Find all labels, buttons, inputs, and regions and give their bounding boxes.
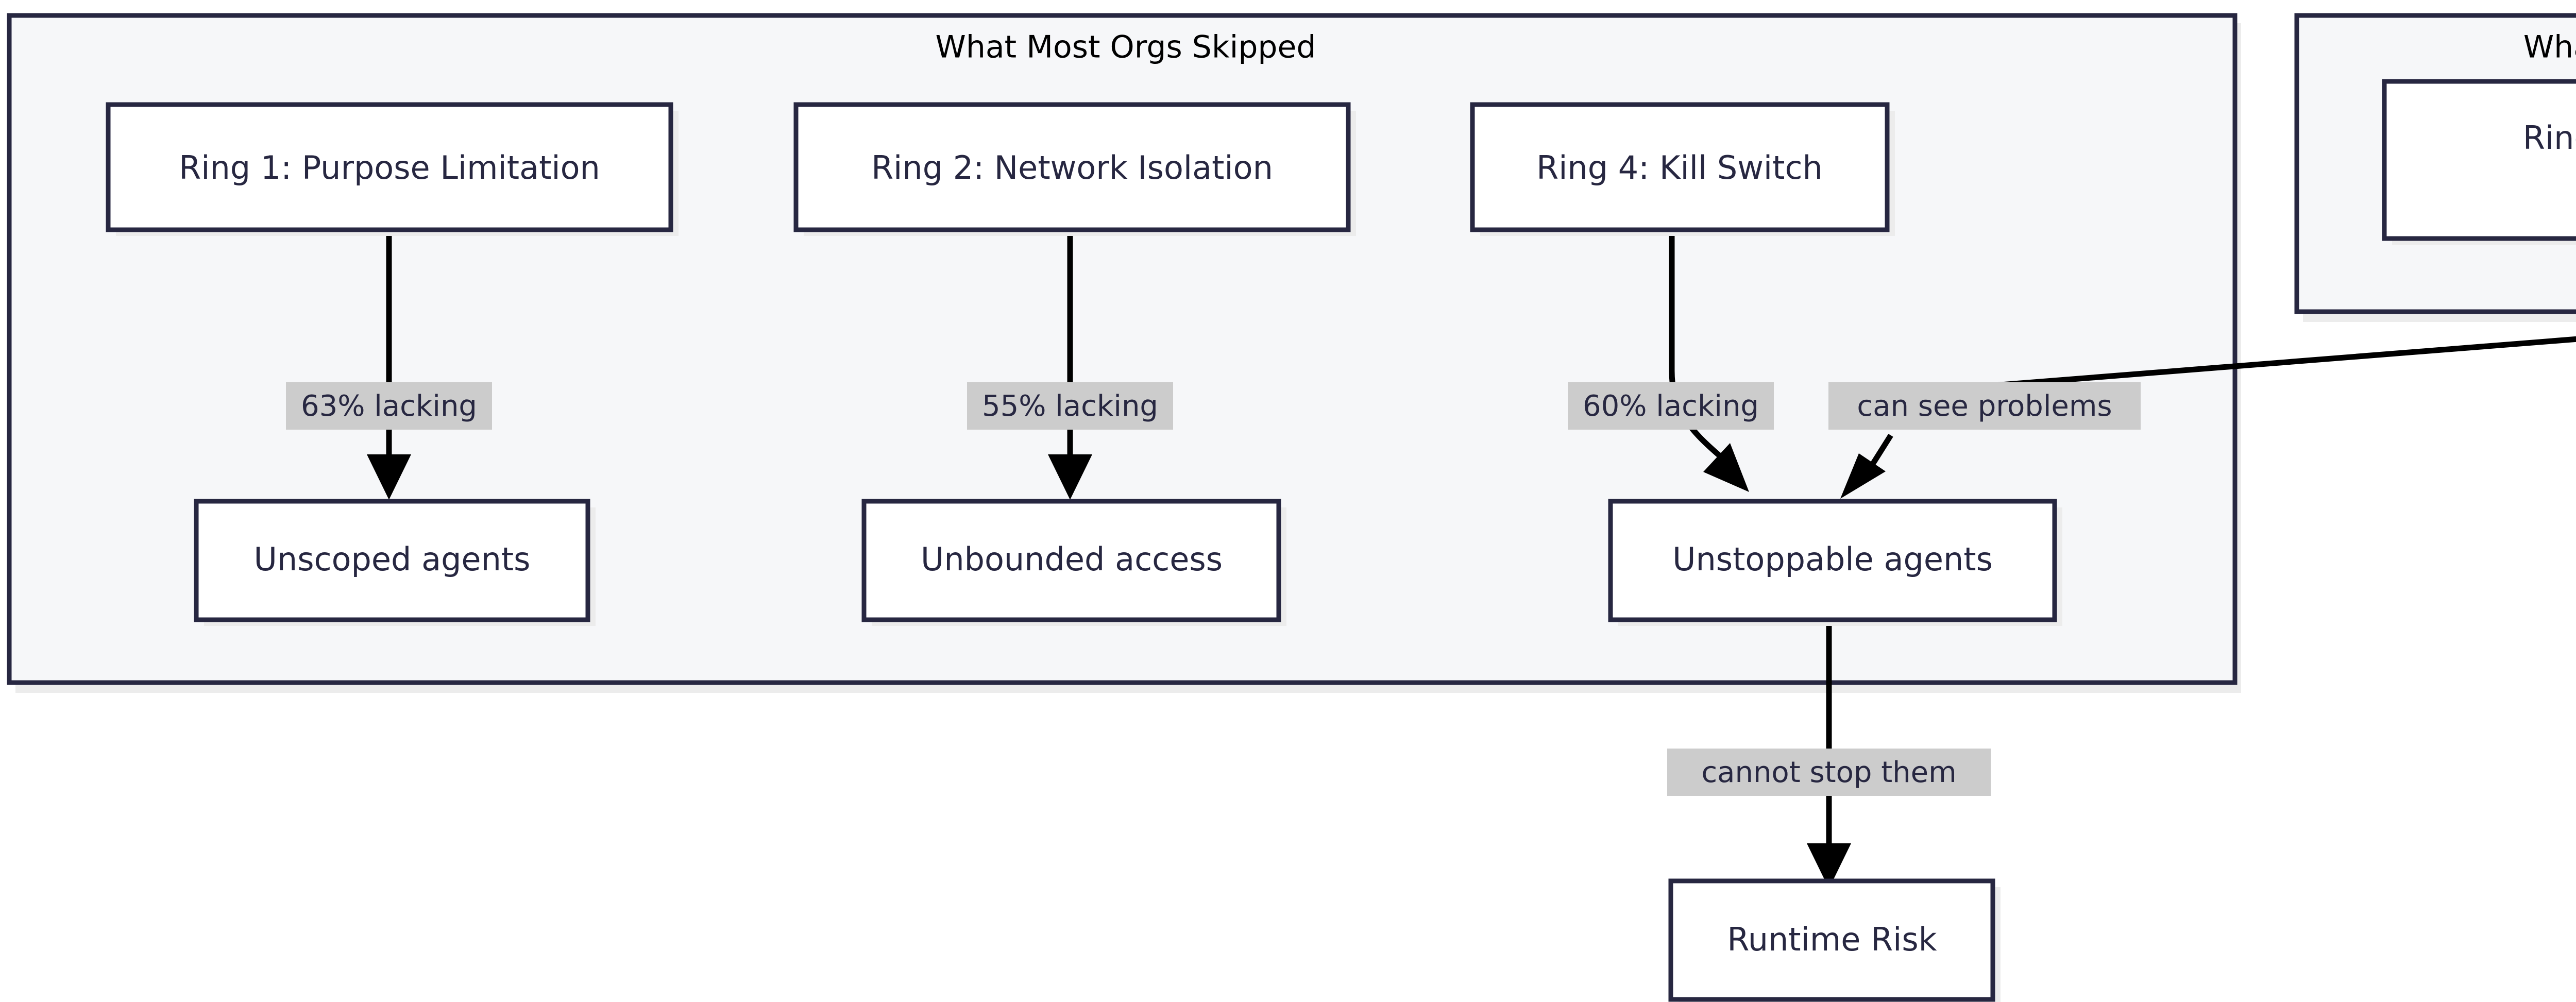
node-unstoppable-agents-label: Unstoppable agents xyxy=(1672,540,1993,578)
edge-ring3-unstoppable-arrowhead xyxy=(1840,453,1886,499)
edge-ring2-unbounded-arrowhead xyxy=(1048,454,1092,500)
node-ring4-rect[interactable] xyxy=(1470,102,1890,232)
node-ring1-rect[interactable] xyxy=(106,102,673,232)
edge-ring2-unbounded xyxy=(1048,234,1092,500)
node-ring4[interactable]: Ring 4: Kill Switch xyxy=(1470,102,1895,236)
node-ring3[interactable]: Ring 3: Monitoring & Observation xyxy=(2382,79,2576,245)
node-runtime-risk-rect[interactable] xyxy=(1668,878,1995,1002)
edge-label-cannot-stop-them-text: cannot stop them xyxy=(1701,756,1956,789)
edge-label-60-lacking: 60% lacking xyxy=(1568,382,1774,430)
edge-label-60-lacking-bg xyxy=(1568,382,1774,430)
edge-label-cannot-stop-them: cannot stop them xyxy=(1667,749,1991,796)
node-unbounded-access[interactable]: Unbounded access xyxy=(861,499,1286,626)
node-ring2[interactable]: Ring 2: Network Isolation xyxy=(793,102,1356,236)
edge-ring4-unstoppable-arrowhead xyxy=(1703,443,1749,492)
node-ring2-rect[interactable] xyxy=(793,102,1351,232)
node-unstoppable-agents-rect[interactable] xyxy=(1608,499,2057,622)
cluster-built-title: What Most Orgs Built xyxy=(2523,29,2576,65)
edge-label-60-lacking-text: 60% lacking xyxy=(1583,389,1759,423)
node-unscoped-agents[interactable]: Unscoped agents xyxy=(194,499,596,626)
node-unscoped-agents-label: Unscoped agents xyxy=(254,540,531,578)
edge-ring3-unstoppable xyxy=(1840,336,2576,499)
node-unstoppable-agents[interactable]: Unstoppable agents xyxy=(1608,499,2062,626)
node-ring2-label: Ring 2: Network Isolation xyxy=(871,149,1273,186)
cluster-skipped-title: What Most Orgs Skipped xyxy=(936,29,1316,65)
edge-label-63-lacking: 63% lacking xyxy=(286,382,492,430)
edge-label-55-lacking: 55% lacking xyxy=(967,382,1173,430)
edge-label-55-lacking-text: 55% lacking xyxy=(982,389,1158,423)
edge-label-63-lacking-bg xyxy=(286,382,492,430)
node-ring3-label-line1: Ring 3: Monitoring & xyxy=(2523,119,2576,157)
node-unbounded-access-rect[interactable] xyxy=(861,499,1281,622)
edge-label-63-lacking-text: 63% lacking xyxy=(301,389,477,423)
node-runtime-risk-label: Runtime Risk xyxy=(1727,921,1937,958)
node-unscoped-agents-rect[interactable] xyxy=(194,499,590,622)
edge-ring1-unscoped xyxy=(367,234,411,500)
node-ring1-label: Ring 1: Purpose Limitation xyxy=(179,149,600,186)
edge-label-cannot-stop-them-bg xyxy=(1667,749,1991,796)
edge-ring1-unscoped-arrowhead xyxy=(367,454,411,500)
edge-label-55-lacking-bg xyxy=(967,382,1173,430)
node-ring1[interactable]: Ring 1: Purpose Limitation xyxy=(106,102,679,236)
edge-unstoppable-runtimerisk-arrowhead xyxy=(1807,843,1851,889)
node-runtime-risk[interactable]: Runtime Risk xyxy=(1668,878,2001,1002)
node-unbounded-access-label: Unbounded access xyxy=(921,540,1223,578)
edge-label-can-see-problems-bg xyxy=(1828,382,2141,430)
node-ring4-label: Ring 4: Kill Switch xyxy=(1536,149,1823,186)
edge-label-can-see-problems: can see problems xyxy=(1828,382,2141,430)
edge-label-can-see-problems-text: can see problems xyxy=(1857,389,2112,423)
node-ring3-rect[interactable] xyxy=(2382,79,2576,241)
